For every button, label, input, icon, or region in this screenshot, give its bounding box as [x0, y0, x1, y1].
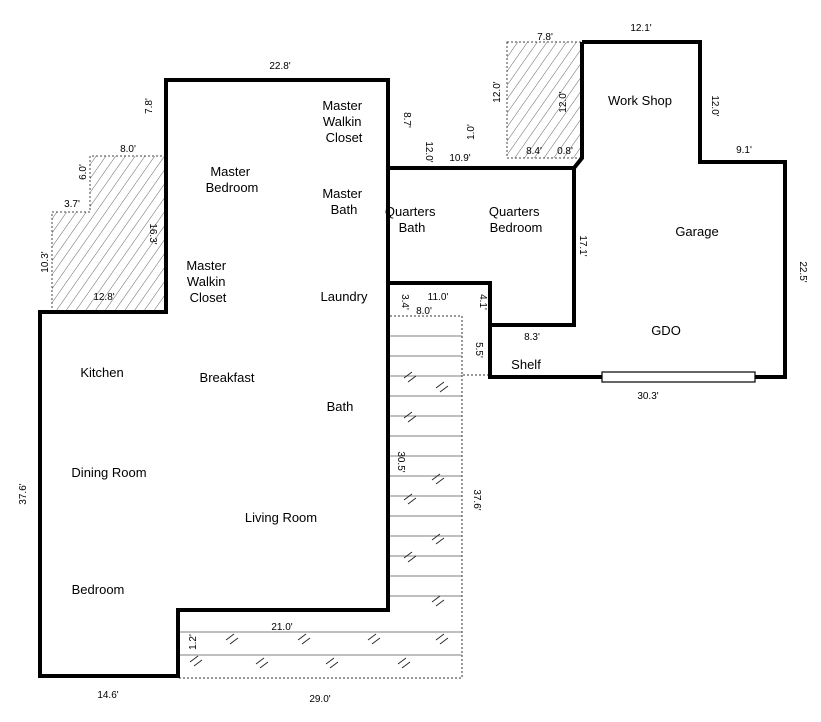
hatched-area-top [506, 41, 583, 159]
dim-left-upper: 7.8' [144, 98, 155, 114]
dim-garage-bottom: 30.3' [637, 391, 658, 402]
dim-storage-step: 0.8' [557, 146, 573, 157]
dim-workshop-right: 12.0' [709, 95, 720, 116]
label-work-shop: Work Shop [608, 93, 672, 108]
dim-laundry-step-v: 3.4' [399, 294, 410, 310]
dim-quarters-step: 1.0' [466, 124, 477, 140]
dim-garage-step: 9.1' [736, 145, 752, 156]
quarters-garage-walls [388, 166, 576, 327]
label-living-room: Living Room [245, 510, 317, 525]
dim-quarters-left: 12.0' [423, 141, 434, 162]
dim-storage-top: 7.8' [537, 32, 553, 43]
dim-hatch-bottom: 12.8' [93, 292, 114, 303]
label-quarters-bedroom: Quarters Bedroom [489, 204, 543, 235]
label-quarters-bath: Quarters Bath [385, 204, 439, 235]
dim-deck-inner-v: 1.2' [188, 634, 199, 650]
dim-garage-left: 17.1' [577, 235, 588, 256]
label-master-bath: Master Bath [322, 186, 365, 217]
main-house-walls [38, 78, 390, 678]
dim-workshop-top: 12.1' [630, 23, 651, 34]
label-shelf: Shelf [511, 357, 541, 372]
dim-quarters-bottom-h: 8.3' [524, 332, 540, 343]
deck-area [178, 315, 490, 679]
garage-door[interactable] [601, 371, 756, 383]
dim-deck-v-outer: 37.6' [471, 489, 482, 510]
label-bath: Bath [327, 399, 354, 414]
dim-storage-right: 12.0' [558, 91, 569, 112]
dim-hatch-step-h: 3.7' [64, 199, 80, 210]
dim-bottom-deck: 29.0' [309, 694, 330, 705]
label-laundry: Laundry [321, 289, 368, 304]
label-dining-room: Dining Room [71, 465, 146, 480]
dim-shelf-v: 5.5' [473, 342, 484, 358]
garage-walls [488, 40, 787, 379]
dim-deck-v-inner: 30.5' [395, 451, 406, 472]
dim-top-main: 22.8' [269, 61, 290, 72]
dim-storage-left: 12.0' [492, 81, 503, 102]
dim-quarters-top: 10.9' [449, 153, 470, 164]
label-master-bedroom: Master Bedroom [206, 164, 259, 195]
dim-hatch-step-v: 6.0' [78, 164, 89, 180]
label-bedroom: Bedroom [72, 582, 125, 597]
dim-quarters-bottom-v: 4.1' [477, 294, 488, 310]
dim-deck-inner-h: 21.0' [271, 622, 292, 633]
dim-hatch-left: 10.3' [40, 251, 51, 272]
label-breakfast: Breakfast [200, 370, 255, 385]
label-kitchen: Kitchen [80, 365, 123, 380]
dim-hatch-right: 16.3' [147, 223, 158, 244]
dim-main-right-upper: 8.7' [401, 112, 412, 128]
dim-storage-bottom: 8.4' [526, 146, 542, 157]
dim-left-main: 37.6' [18, 483, 29, 504]
dim-garage-right: 22.5' [797, 261, 808, 282]
label-garage: Garage [675, 224, 718, 239]
label-master-walkin-closet-left: Master Walkin Closet [186, 258, 229, 305]
label-gdo: GDO [651, 323, 681, 338]
dim-hatch-top: 8.0' [120, 144, 136, 155]
dim-bottom-left: 14.6' [97, 690, 118, 701]
dim-laundry-step-h: 11.0' [428, 292, 449, 303]
dim-deck-top: 8.0' [416, 306, 432, 317]
label-master-walkin-closet-top: Master Walkin Closet [322, 98, 365, 145]
